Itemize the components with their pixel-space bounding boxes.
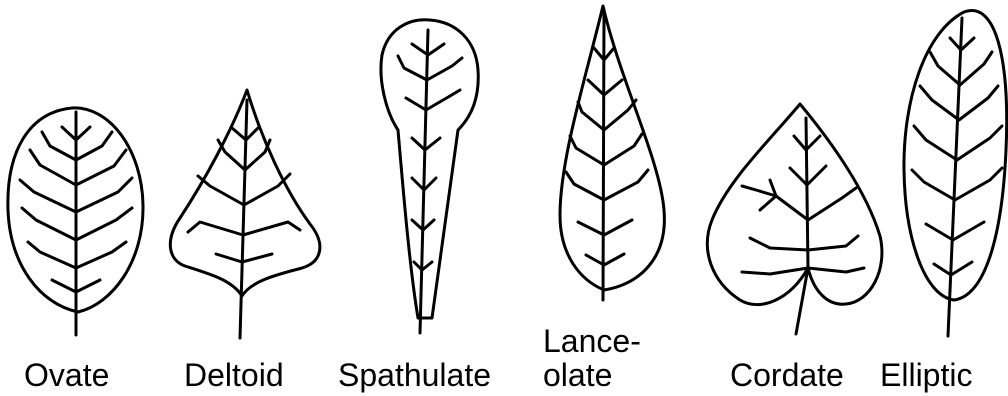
elliptic-label: Elliptic <box>880 357 972 393</box>
ovate-leaf <box>8 108 143 335</box>
spathulate-leaf <box>381 20 478 333</box>
spathulate-label: Spathulate <box>338 357 491 393</box>
elliptic-leaf <box>904 10 1007 336</box>
ovate-label: Ovate <box>24 357 109 393</box>
deltoid-leaf <box>170 90 320 338</box>
cordate-label: Cordate <box>730 357 844 393</box>
cordate-leaf <box>707 104 882 334</box>
lanceolate-label-line2: olate <box>543 357 612 393</box>
lanceolate-label-line1: Lance- <box>543 323 641 359</box>
deltoid-label: Deltoid <box>184 357 284 393</box>
lanceolate-leaf <box>560 6 664 300</box>
